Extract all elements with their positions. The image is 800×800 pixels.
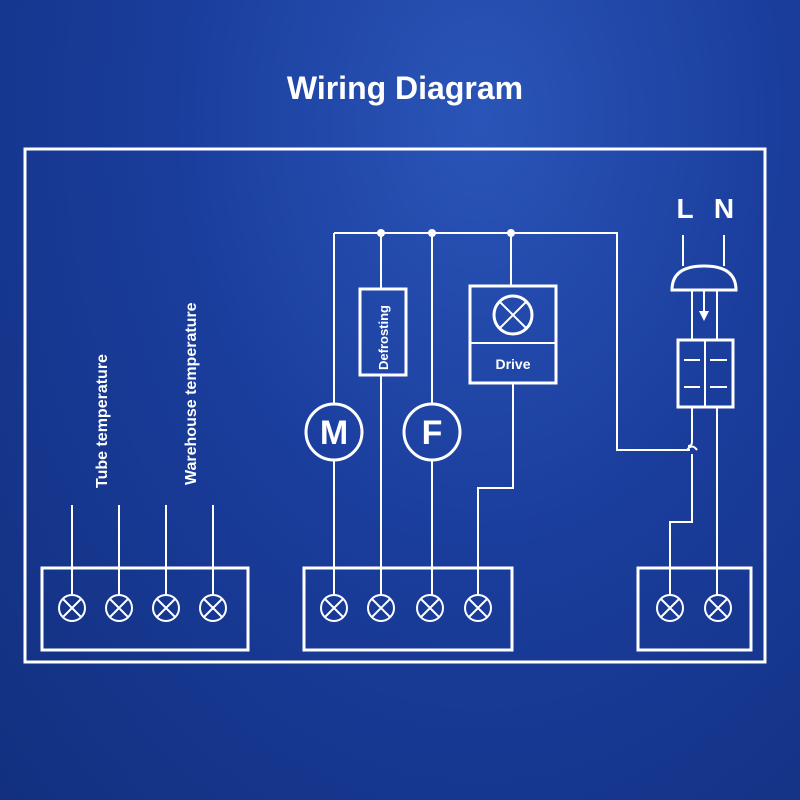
lamp-icon — [492, 294, 534, 336]
defrosting-box — [358, 287, 408, 377]
power-terminal-block — [636, 566, 753, 652]
motor-label: M — [320, 414, 348, 452]
diagram-title: Wiring Diagram — [287, 70, 523, 106]
sensor-terminal-block — [40, 505, 250, 652]
terminal-screw-icon — [105, 594, 133, 622]
terminal-screw-icon — [320, 594, 348, 622]
defrosting-label: Defrosting — [376, 305, 391, 370]
neutral-label: N — [714, 193, 734, 224]
fan-label: F — [422, 414, 443, 452]
live-wire — [669, 407, 693, 595]
terminal-screw-icon — [152, 594, 180, 622]
power-plug-icon — [670, 235, 738, 321]
warehouse-temperature-label: Warehouse temperature — [183, 302, 200, 485]
terminal-screw-icon — [704, 594, 732, 622]
terminal-screw-icon — [416, 594, 444, 622]
drive-label: Drive — [495, 356, 530, 372]
drive-wire-bottom — [477, 383, 514, 595]
terminal-screw-icon — [367, 594, 395, 622]
live-label: L — [676, 193, 693, 224]
terminal-screw-icon — [656, 594, 684, 622]
outer-frame — [23, 147, 767, 664]
tube-temperature-label: Tube temperature — [94, 354, 111, 488]
wire-crossover — [686, 445, 698, 451]
terminal-screw-icon — [58, 594, 86, 622]
terminal-screw-icon — [464, 594, 492, 622]
terminal-screw-icon — [199, 594, 227, 622]
common-bus-wire — [334, 232, 690, 451]
load-terminal-block — [302, 566, 514, 652]
fuse-switch-icon — [676, 290, 735, 409]
